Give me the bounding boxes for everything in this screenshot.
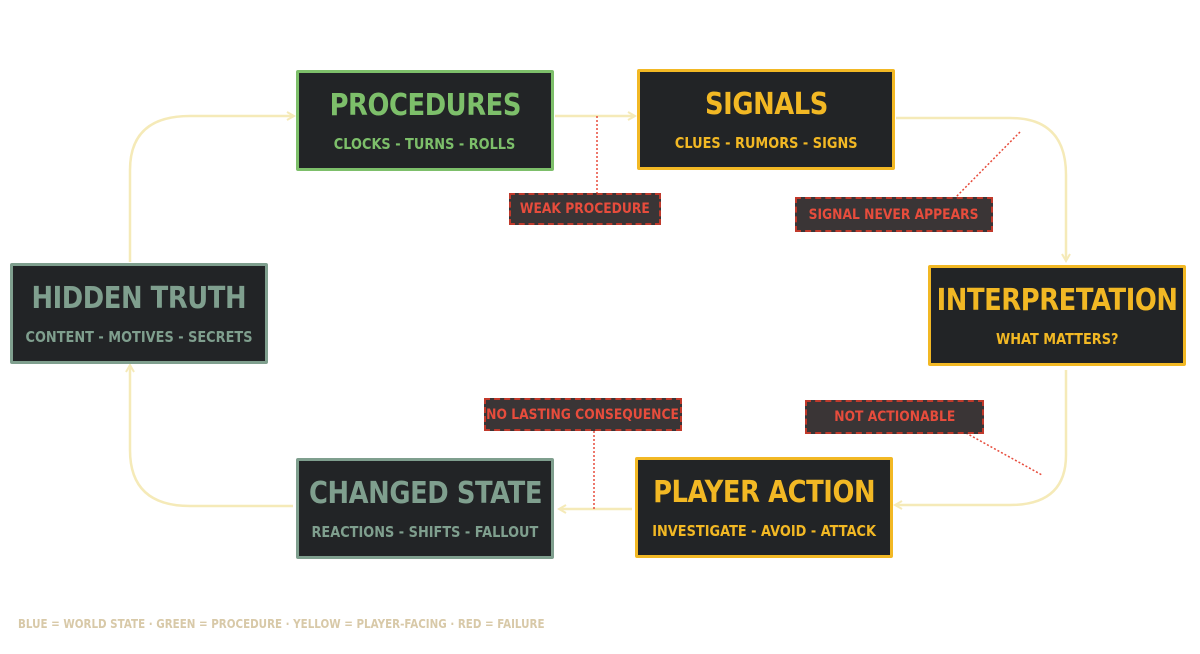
node-changed-state: CHANGED STATE REACTIONS - SHIFTS - FALLO… — [296, 458, 554, 559]
failure-label: NOT ACTIONABLE — [833, 409, 956, 425]
node-player-action: PLAYER ACTION INVESTIGATE - AVOID - ATTA… — [635, 457, 893, 558]
edge-interpretation-to-player-action — [896, 370, 1068, 505]
failure-not-actionable: NOT ACTIONABLE — [805, 400, 984, 434]
node-interpretation: INTERPRETATION WHAT MATTERS? — [928, 265, 1186, 366]
node-signals: SIGNALS CLUES - RUMORS - SIGNS — [637, 69, 895, 170]
failure-weak-procedure: WEAK PROCEDURE — [509, 193, 661, 225]
failure-label: WEAK PROCEDURE — [520, 201, 650, 217]
failure-label: NO LASTING CONSEQUENCE — [486, 406, 680, 423]
leader-not-actionable — [965, 432, 1043, 476]
node-title: CHANGED STATE — [308, 475, 542, 511]
node-title: SIGNALS — [704, 86, 828, 122]
node-title: INTERPRETATION — [936, 282, 1178, 318]
node-subtitle: REACTIONS - SHIFTS - FALLOUT — [311, 522, 539, 541]
node-subtitle: CONTENT - MOTIVES - SECRETS — [25, 327, 253, 346]
edge-hidden-truth-to-procedures — [128, 116, 293, 262]
edge-signals-to-interpretation — [896, 116, 1066, 260]
leader-signal-never-appears — [955, 131, 1021, 198]
failure-label: SIGNAL NEVER APPEARS — [809, 206, 979, 223]
edge-changed-state-to-hidden-truth — [130, 366, 293, 508]
node-subtitle: CLUES - RUMORS - SIGNS — [674, 133, 858, 152]
node-title: HIDDEN TRUTH — [31, 280, 247, 316]
node-procedures: PROCEDURES CLOCKS - TURNS - ROLLS — [296, 70, 554, 171]
node-subtitle: CLOCKS - TURNS - ROLLS — [334, 134, 516, 153]
node-title: PLAYER ACTION — [652, 474, 876, 510]
legend: BLUE = WORLD STATE · GREEN = PROCEDURE ·… — [18, 617, 545, 631]
failure-no-lasting-consequence: NO LASTING CONSEQUENCE — [484, 398, 682, 431]
node-hidden-truth: HIDDEN TRUTH CONTENT - MOTIVES - SECRETS — [10, 263, 268, 364]
failure-signal-never-appears: SIGNAL NEVER APPEARS — [795, 197, 993, 232]
node-subtitle: WHAT MATTERS? — [995, 329, 1119, 348]
node-title: PROCEDURES — [329, 87, 521, 123]
node-subtitle: INVESTIGATE - AVOID - ATTACK — [652, 521, 876, 540]
